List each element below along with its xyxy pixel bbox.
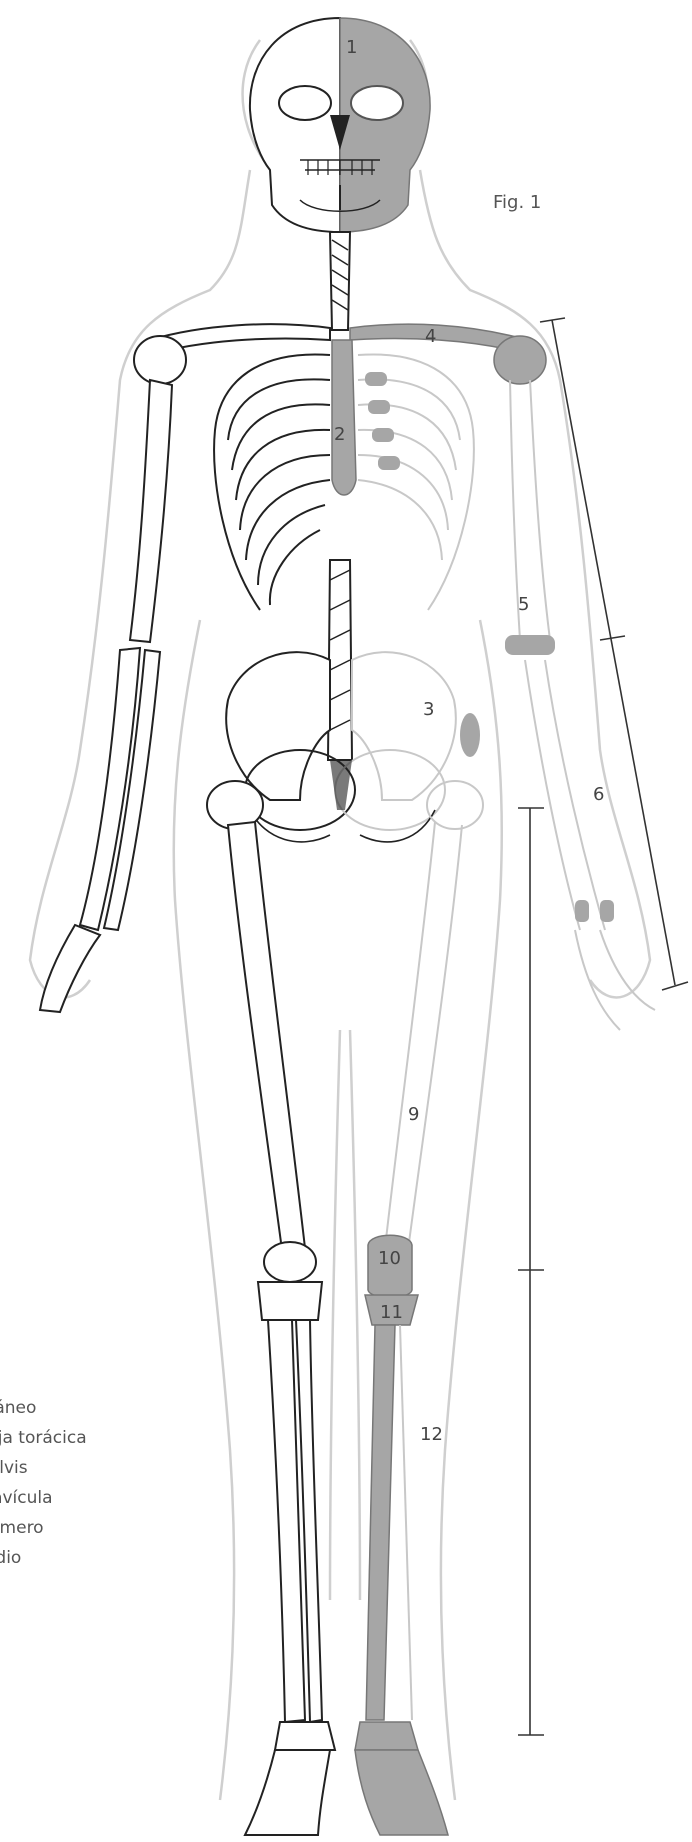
measurement-arm bbox=[540, 318, 688, 990]
spine bbox=[328, 232, 352, 760]
skull bbox=[250, 18, 430, 232]
measurement-leg bbox=[518, 808, 544, 1735]
pelvis bbox=[226, 652, 480, 842]
bone-legend: cráneo caja torácica pelvis clavícula hú… bbox=[0, 1393, 87, 1573]
legend-item: caja torácica bbox=[0, 1423, 87, 1453]
legend-item: clavícula bbox=[0, 1483, 87, 1513]
label-10: 10 bbox=[378, 1248, 401, 1269]
label-6: 6 bbox=[593, 784, 604, 805]
label-9: 9 bbox=[408, 1104, 419, 1125]
body-outline bbox=[30, 40, 650, 1800]
label-11: 11 bbox=[380, 1302, 403, 1323]
legend-item: pelvis bbox=[0, 1453, 87, 1483]
left-arm bbox=[40, 336, 186, 1012]
legend-item: húmero bbox=[0, 1513, 87, 1543]
label-12: 12 bbox=[420, 1424, 443, 1445]
label-5: 5 bbox=[518, 594, 529, 615]
label-1: 1 bbox=[346, 37, 357, 58]
legend-item: radio bbox=[0, 1543, 87, 1573]
label-3: 3 bbox=[423, 699, 434, 720]
label-4: 4 bbox=[425, 326, 436, 347]
figure-label: Fig. 1 bbox=[493, 192, 541, 213]
sternum bbox=[332, 340, 356, 495]
label-2: 2 bbox=[334, 424, 345, 445]
left-leg bbox=[207, 781, 335, 1835]
legend-item: cráneo bbox=[0, 1393, 87, 1423]
right-leg bbox=[355, 781, 483, 1835]
